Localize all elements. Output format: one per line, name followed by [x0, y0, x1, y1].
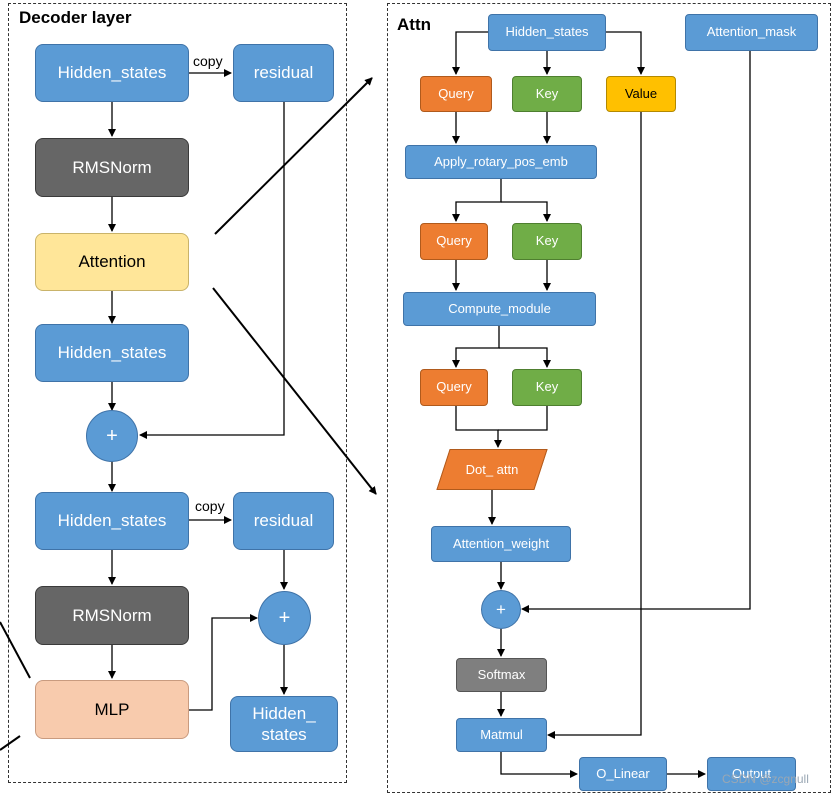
key-node: Key [512, 369, 582, 406]
hidden-states-node: Hidden_states [35, 492, 189, 550]
rmsnorm-node: RMSNorm [35, 586, 189, 645]
mlp-node: MLP [35, 680, 189, 739]
matmul-node: Matmul [456, 718, 547, 752]
query-node: Query [420, 223, 488, 260]
copy-label-2: copy [195, 498, 225, 514]
add-node: + [86, 410, 138, 462]
hidden-states-node: Hidden_states [488, 14, 606, 51]
hidden-states-node: Hidden_states [35, 324, 189, 382]
copy-label-1: copy [193, 53, 223, 69]
attention-weight-node: Attention_weight [431, 526, 571, 562]
decoder-layer-panel [8, 3, 347, 783]
rmsnorm-node: RMSNorm [35, 138, 189, 197]
attn-panel [387, 3, 831, 793]
residual-node: residual [233, 492, 334, 550]
key-node: Key [512, 76, 582, 112]
key-node: Key [512, 223, 582, 260]
attention-mask-node: Attention_mask [685, 14, 818, 51]
o-linear-node: O_Linear [579, 757, 667, 791]
residual-node: residual [233, 44, 334, 102]
apply-rotary-pos-emb-node: Apply_rotary_pos_emb [405, 145, 597, 179]
add-node: + [481, 590, 521, 629]
output-node: Output [707, 757, 796, 791]
dot-attn-node: Dot_ attn [436, 449, 548, 490]
add-node: + [258, 591, 311, 645]
softmax-node: Softmax [456, 658, 547, 692]
decoder-layer-title: Decoder layer [19, 8, 132, 27]
hidden-states-output-node: Hidden_ states [230, 696, 338, 752]
query-node: Query [420, 76, 492, 112]
watermark: CSDN @zcgnull [722, 772, 809, 786]
attn-title: Attn [397, 15, 431, 34]
hidden-states-node: Hidden_states [35, 44, 189, 102]
dot-attn-label: Dot_ attn [465, 462, 519, 477]
attention-node: Attention [35, 233, 189, 291]
compute-module-node: Compute_module [403, 292, 596, 326]
value-node: Value [606, 76, 676, 112]
query-node: Query [420, 369, 488, 406]
